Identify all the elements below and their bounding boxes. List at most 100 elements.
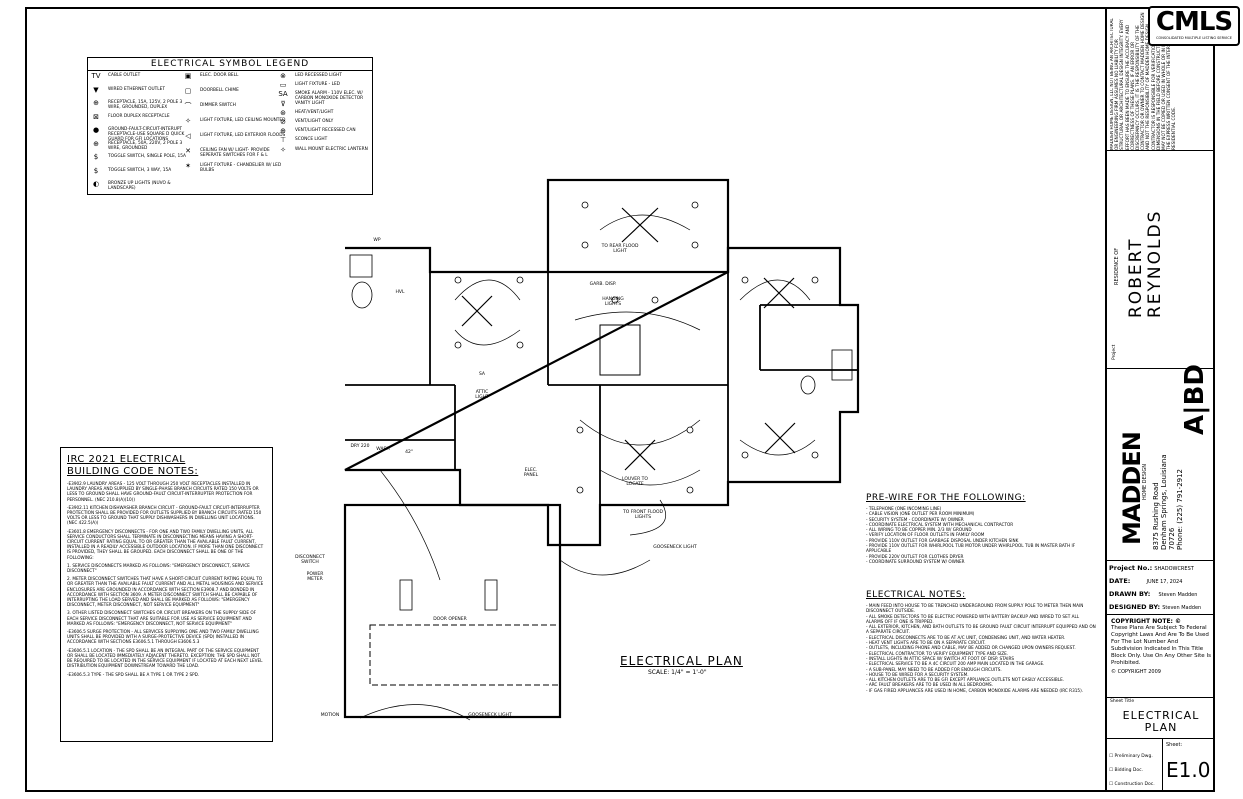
legend-symbol-icon: ▭ — [279, 81, 287, 90]
legend-item-label: DOORBELL CHIME — [200, 88, 239, 93]
project-info: Project No.: SHADOWCREST DATE: JUNE 17, … — [1109, 562, 1213, 614]
legend-item-label: GROUND-FAULT-CIRCUIT-INTERUPT RECEPTACLE… — [108, 127, 185, 142]
client-first-name: ROBERT — [1126, 237, 1146, 318]
prewire-list: - TELEPHONE (ONE INCOMING LINE)- CABLE V… — [866, 506, 1096, 564]
designed-value: Steven Madden — [1162, 605, 1202, 611]
copyright-line: © COPYRIGHT 2009 — [1111, 669, 1161, 675]
label-louver-a: LOUVER TO LOCATE — [622, 477, 648, 487]
legend-item-label: TOGGLE SWITCH, 3 WAY, 15A — [108, 167, 172, 173]
electrical-note-item: - HEAT VENT LIGHTS ARE TO BE ON A SEPARA… — [866, 640, 986, 646]
electrical-note-item: - ALL KITCHEN OUTLETS ARE TO BE GFI EXCE… — [866, 677, 1065, 683]
address-line-1: 8375 Rushing Road — [1152, 482, 1160, 550]
legend-item-label: ELEC. DOOR BELL — [200, 73, 239, 78]
sheet-title-label: Sheet Title — [1110, 699, 1135, 704]
label-dry: DRY 220 — [350, 444, 370, 449]
code-note-paragraph: -E3601.8 EMERGENCY DISCONNECTS - FOR ONE… — [67, 528, 264, 560]
legend-item-label: VENT/LIGHT ONLY — [295, 119, 334, 124]
legend-symbol-icon: ⊠ — [93, 112, 99, 121]
legend-item-label: SMOKE ALARM - 110V ELEC. W/ CARBON MONOX… — [295, 91, 364, 102]
address-line-2: Denham Springs, Louisiana — [1160, 454, 1168, 550]
code-notes-title-1: IRC 2021 ELECTRICAL — [67, 454, 186, 465]
code-notes-box: IRC 2021 ELECTRICAL BUILDING CODE NOTES:… — [60, 447, 273, 742]
label-motion: MOTION — [320, 713, 340, 718]
label-hanging-lights: HANGING LIGHTS — [602, 297, 624, 307]
company-subname: HOME DESIGN — [1142, 463, 1148, 500]
legend-symbol-icon: $ — [93, 153, 99, 161]
legend-symbol-icon: ✕ — [185, 147, 191, 155]
date-label: DATE: — [1109, 577, 1131, 585]
prewire-item: - SECURITY SYSTEM - COORDINATE W/ OWNER — [866, 516, 964, 522]
legend-symbol-icon: ▣ — [184, 72, 192, 80]
electrical-notes-title: ELECTRICAL NOTES: — [866, 590, 966, 600]
residence-of-label: RESIDENCE OF — [1114, 247, 1120, 285]
legend-symbol-icon: ⌒ — [184, 102, 192, 110]
sheet-border — [25, 7, 1215, 792]
plumbing-fixtures — [349, 254, 853, 395]
code-note-paragraph: 1. SERVICE DISCONNECTS MARKED AS FOLLOWS… — [67, 562, 250, 574]
legend-symbol-icon: ⊛ — [280, 108, 286, 117]
status-bidding: ☐ Bidding Doc. — [1109, 768, 1144, 773]
project-no-label: Project No.: — [1109, 564, 1153, 572]
legend-symbol-icon: TV — [91, 72, 101, 80]
garage-wall — [343, 503, 562, 719]
code-note-paragraph: -E3606.5.3 TYPE - THE SPD SHALL BE A TYP… — [67, 671, 200, 677]
code-note-paragraph: -E3902.9 LAUNDRY AREAS - 125 VOLT THROUG… — [67, 481, 259, 502]
electrical-note-item: - ELECTRICAL DISCONNECTS ARE TO BE AT A/… — [866, 634, 1066, 640]
legend-symbol-icon: ◐ — [92, 180, 100, 188]
legend-item-label: LIGHT FIXTURE - CHANDELIER W/ LED BULBS — [200, 163, 282, 173]
code-note-paragraph: -E3606.5 SURGE PROTECTION - ALL SERVICES… — [67, 629, 259, 645]
prewire-item: - PROVIDE 220V OUTLET FOR CLOTHES DRYER — [866, 553, 964, 559]
tb-divider-1 — [1107, 150, 1215, 151]
legend-symbol-icon: ⊽ — [280, 99, 286, 108]
legend-symbol-icon: ⊕ — [93, 99, 99, 107]
prewire-item: - PROVIDE 110V OUTLET FOR GARBAGE DISPOS… — [866, 537, 1019, 543]
legend-symbol-icon: SA — [278, 90, 288, 99]
plan-scale: SCALE: 1/4" = 1'-0" — [648, 669, 707, 676]
legend-item-label: FLOOR DUPLEX RECEPTACLE — [108, 113, 170, 119]
electrical-notes-list: - MAIN FEED INTO HOUSE TO BE TRENCHED UN… — [866, 603, 1096, 693]
drawn-value: Steven Madden — [1158, 592, 1198, 598]
garage-door — [369, 624, 561, 686]
tb-divider-5 — [1107, 697, 1215, 698]
project-no-row: Project No.: SHADOWCREST — [1109, 562, 1213, 575]
status-preliminary-label: Preliminary Dwg. — [1114, 754, 1153, 759]
tb-divider-2 — [1107, 368, 1215, 369]
prewire-item: - COORDINATE ELECTRICAL SYSTEM WITH MECH… — [866, 521, 1014, 527]
aibd-logo: A|BD — [1180, 363, 1210, 435]
electrical-note-item: - ALL SMOKE DETECTORS TO BE ELECTRIC POW… — [866, 613, 1080, 624]
project-label: Project — [1112, 344, 1117, 360]
code-notes-paragraphs: -E3902.9 LAUNDRY AREAS - 125 VOLT THROUG… — [67, 481, 266, 677]
designed-row: DESIGNED BY: Steven Madden — [1109, 601, 1213, 614]
label-gooseneck-1: GOOSENECK LIGHT — [653, 545, 697, 550]
designed-label: DESIGNED BY: — [1109, 603, 1161, 611]
legend-item-label: BRONZE UP LIGHTS (NUVO & LANDSCAPE) — [108, 181, 171, 191]
legend-symbol-icon: $ — [93, 166, 99, 175]
label-disconnect: DISCONNECT SWITCH — [295, 555, 325, 565]
label-garb-disp: GARB. DISP. — [589, 282, 617, 287]
code-note-paragraph: -E3902.11 KITCHEN DISHWASHER BRANCH CIRC… — [67, 504, 262, 526]
label-gooseneck-2: GOOSENECK LIGHT — [468, 713, 512, 718]
sheet-number: E1.0 — [1166, 758, 1211, 782]
electrical-note-item: - IF GAS FIRED APPLIANCES ARE USED IN HO… — [866, 687, 1084, 693]
label-hvl: HVL — [395, 290, 405, 295]
prewire-item: - TELEPHONE (ONE INCOMING LINE) — [866, 506, 942, 511]
label-rear-flood: TO REAR FLOOD LIGHT — [601, 244, 639, 254]
copyright-text: These Plans Are Subject To Federal Copyr… — [1111, 625, 1211, 666]
electrical-note-item: - INSTALL LIGHTS IN ATTIC SPACE W/ SWITC… — [866, 655, 1015, 661]
sheet-title-line-1: ELECTRICAL — [1122, 709, 1200, 722]
code-note-paragraph: 3. OTHER LISTED DISCONNECT SWITCHES OR C… — [67, 610, 257, 626]
date-value: JUNE 17, 2024 — [1146, 579, 1183, 585]
status-construction: ☐ Construction Doc. — [1109, 782, 1155, 787]
title-block — [1105, 7, 1215, 792]
drawn-row: DRAWN BY: Steven Madden — [1109, 588, 1213, 601]
legend-symbol-icon: ▢ — [184, 87, 192, 95]
legend-item-label: LIGHT FIXTURE - LED — [295, 82, 340, 88]
legend-item-label: LIGHT FIXTURE, LED EXTERIOR FLOODS — [200, 133, 286, 138]
legend-symbol-icon: ✧ — [185, 117, 191, 125]
status-preliminary: ☐ Preliminary Dwg. — [1109, 754, 1153, 759]
legend-item-label: CABLE OUTLET — [108, 73, 141, 78]
label-wash: WASH — [376, 447, 390, 452]
electrical-notes-section: ELECTRICAL NOTES: - MAIN FEED INTO HOUSE… — [866, 590, 1096, 693]
prewire-item: - VERIFY LOCATION OF FLOOR OUTLETS IN FA… — [866, 532, 985, 538]
